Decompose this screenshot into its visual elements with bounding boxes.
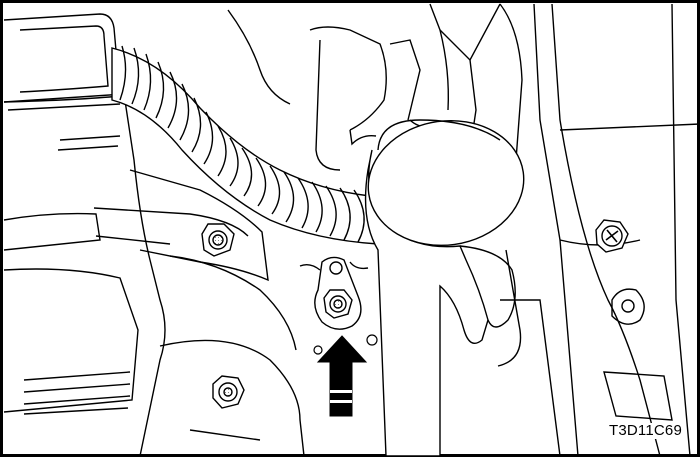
bolt-icon bbox=[201, 223, 235, 257]
figure-code-label: T3D11C69 bbox=[606, 422, 684, 439]
reservoir-cap bbox=[364, 119, 525, 457]
right-side-panel bbox=[500, 3, 700, 457]
mount-bracket bbox=[93, 169, 297, 351]
upper-hoses bbox=[227, 3, 523, 171]
arrow-up-icon bbox=[316, 335, 368, 417]
small-holes bbox=[313, 334, 378, 355]
left-housing bbox=[3, 13, 166, 457]
bolt-icon bbox=[212, 375, 245, 409]
bolt-icon bbox=[595, 219, 629, 253]
bolt-icon bbox=[323, 289, 353, 319]
lower-bracket-lines bbox=[159, 339, 305, 457]
